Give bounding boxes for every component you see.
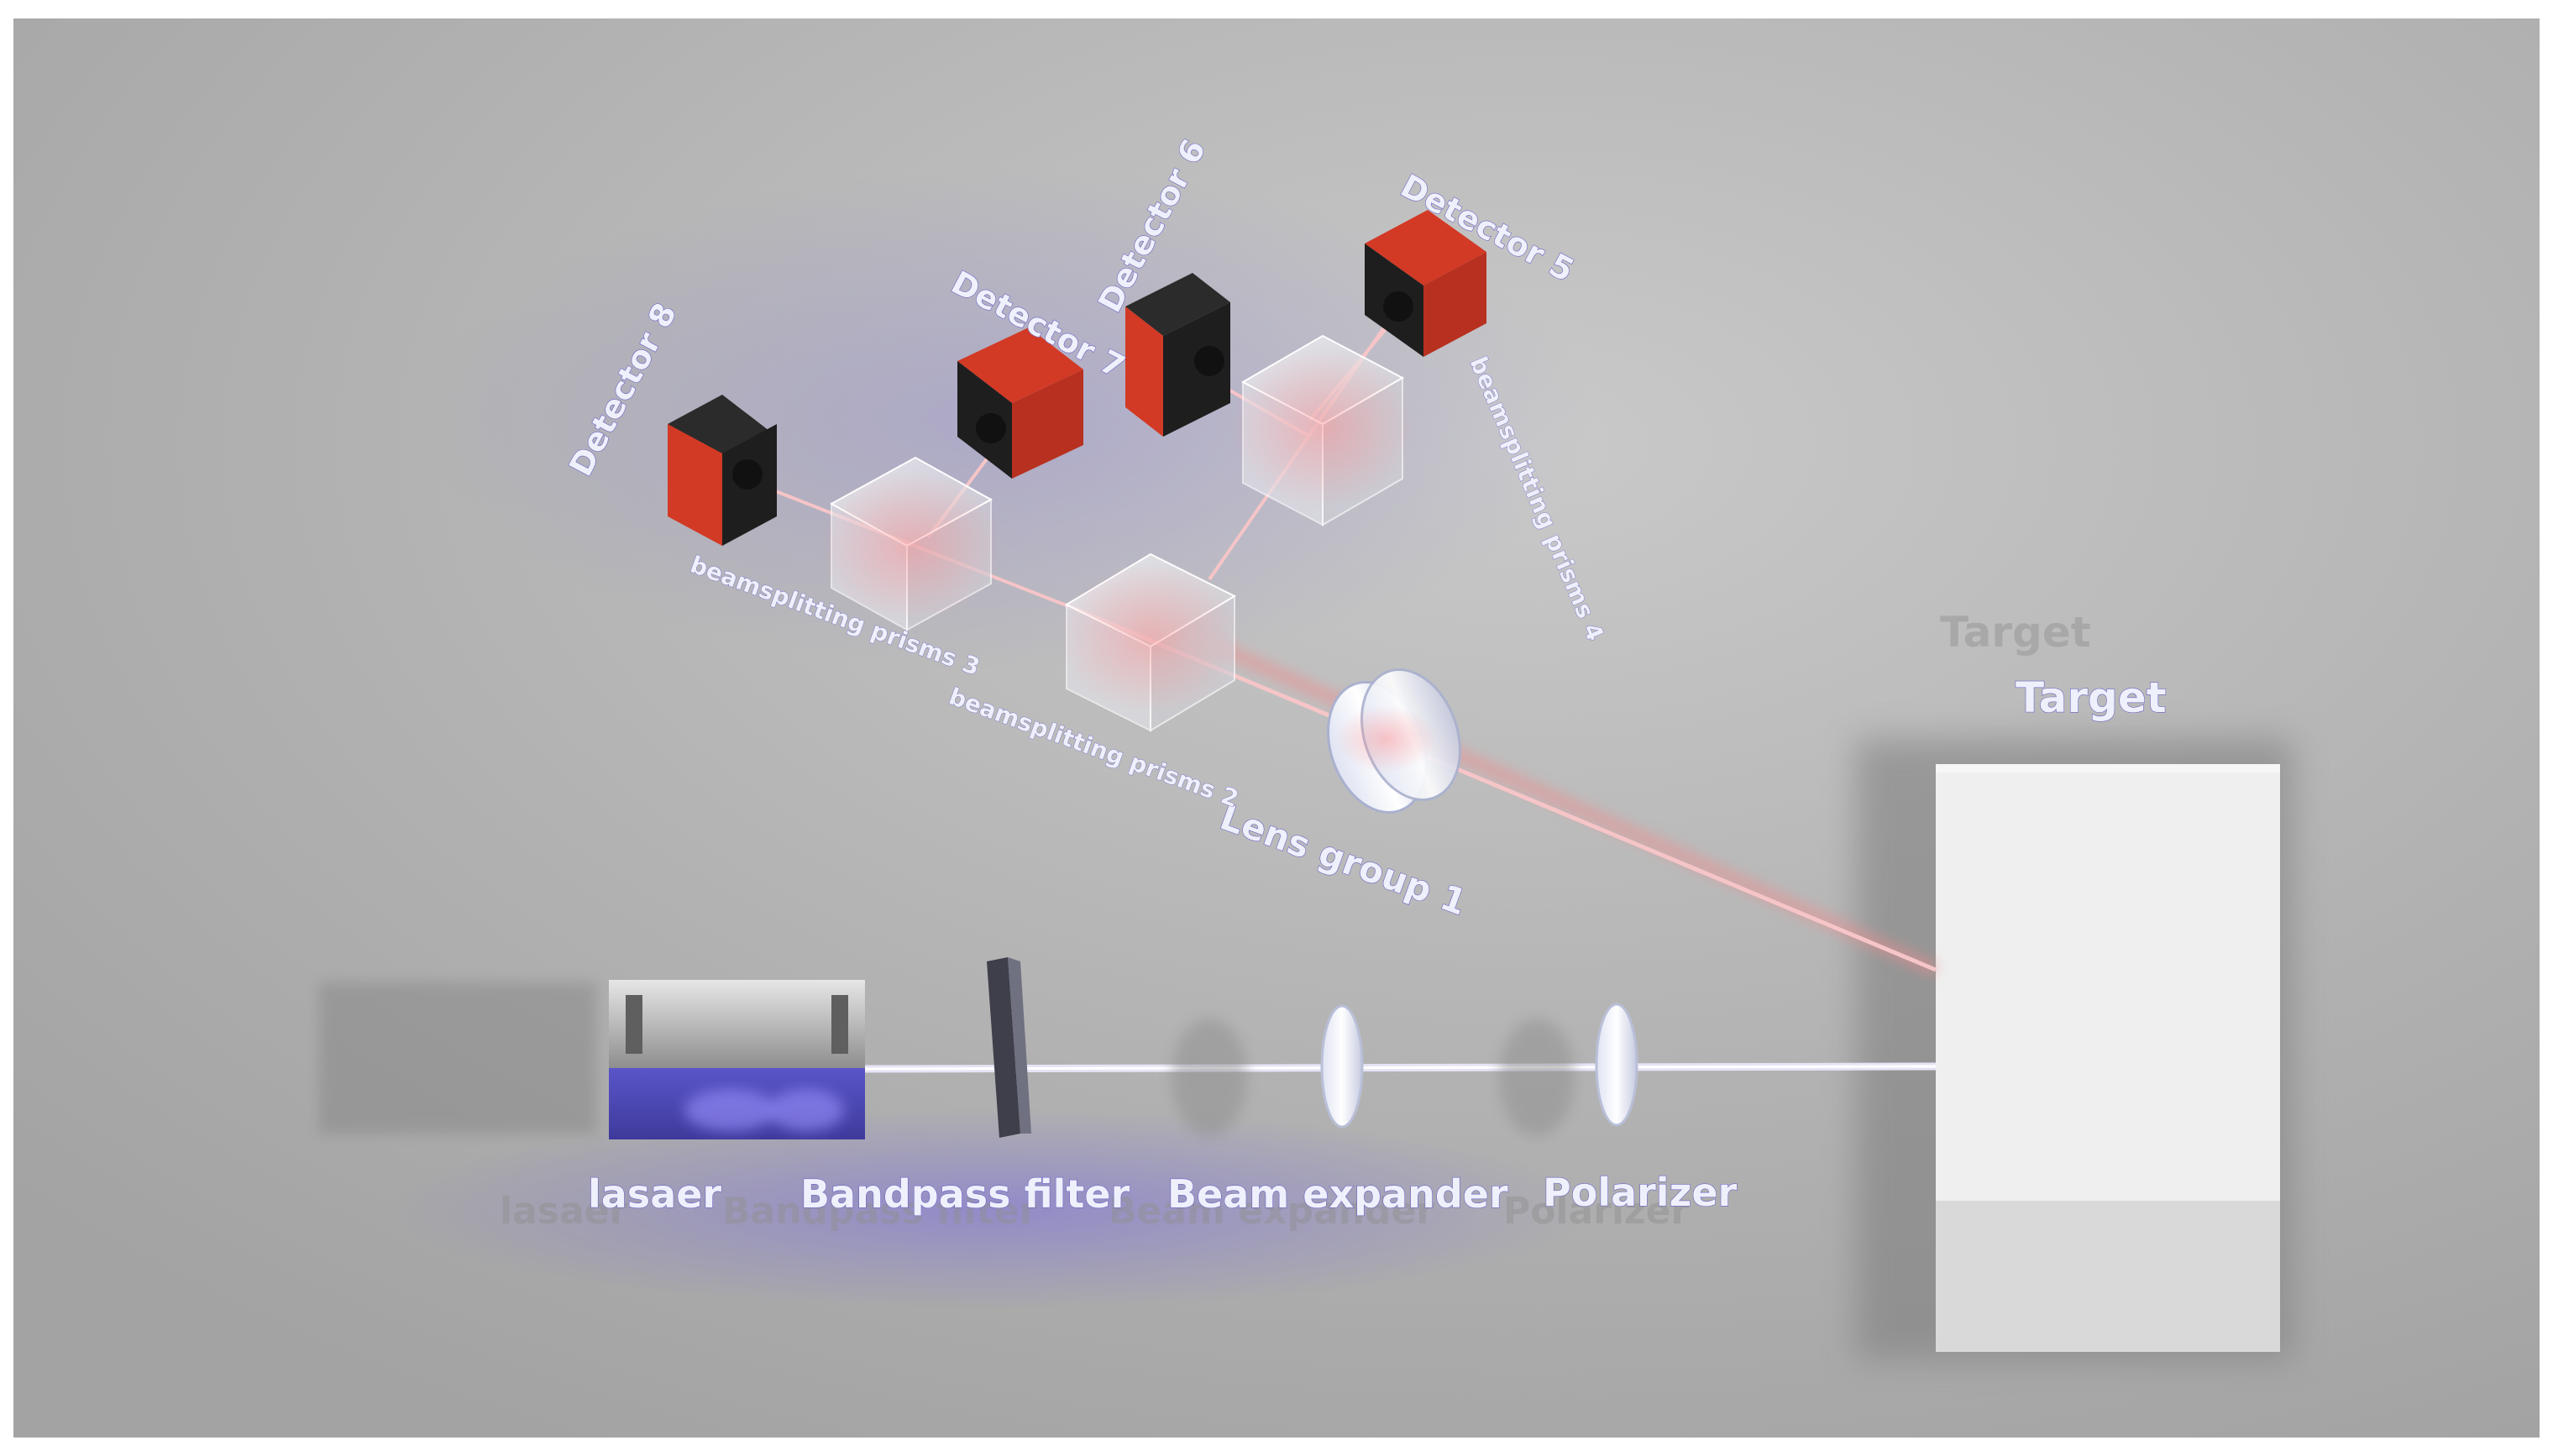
target-block	[1856, 739, 2293, 1360]
laser-beam-core	[852, 1065, 1937, 1071]
filter-edge	[1008, 957, 1031, 1134]
polarizer	[1499, 1003, 1638, 1136]
label-bandpass-filter: Bandpass filter	[800, 1171, 1130, 1217]
laser-clamp-left	[626, 995, 642, 1054]
detector-8	[668, 395, 777, 546]
beam-expander	[1172, 1004, 1364, 1136]
laser-shadow	[319, 982, 596, 1134]
polarizer-shadow	[1499, 1019, 1575, 1136]
target-top-edge	[1936, 764, 2280, 773]
expander-label-reflection: Beam expander	[1109, 1190, 1434, 1233]
polarizer-label-reflection: Polarizer	[1503, 1190, 1689, 1233]
label-laser: lasaer	[588, 1171, 721, 1217]
target-label-reflection: Target	[1940, 608, 2091, 657]
polarizer-lens	[1595, 1003, 1638, 1127]
detector-6	[1125, 273, 1230, 437]
laser-module	[319, 980, 865, 1139]
lens-group-1	[1327, 668, 1461, 814]
filter-plate	[987, 957, 1020, 1138]
laser-light-2	[768, 1089, 844, 1131]
bandpass-label-reflection: Bandpass filter	[722, 1190, 1038, 1233]
target-lower-face	[1936, 1201, 2280, 1352]
prism-4	[1230, 334, 1415, 526]
expander-shadow	[1172, 1019, 1247, 1136]
prism-3	[819, 456, 1004, 631]
expander-lens	[1320, 1004, 1364, 1129]
label-polarizer: Polarizer	[1543, 1170, 1738, 1215]
label-beam-expander: Beam expander	[1167, 1171, 1508, 1217]
laser-clamp-right	[831, 995, 848, 1054]
laser-light-1	[684, 1089, 777, 1131]
lens-glow	[1335, 705, 1436, 773]
prism-2	[1058, 553, 1243, 732]
laser-label-reflection: lasaer	[500, 1190, 627, 1233]
laser-housing-top	[609, 980, 865, 1068]
detector-5	[1365, 210, 1486, 357]
label-glow	[386, 1108, 1596, 1310]
detector-7	[957, 327, 1083, 479]
bandpass-filter	[987, 957, 1031, 1138]
label-target: Target	[2016, 673, 2167, 722]
